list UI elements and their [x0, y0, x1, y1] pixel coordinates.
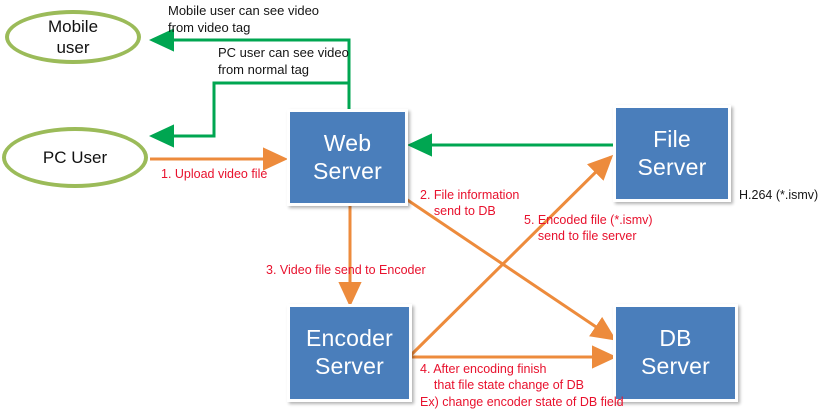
node-file-server-line2: Server	[637, 153, 707, 180]
node-db-server-line2: Server	[641, 353, 710, 379]
actor-pc-user-line1: PC User	[42, 147, 108, 167]
node-web-server-line2: Server	[313, 157, 382, 184]
actor-pc-user[interactable]: PC User	[2, 127, 148, 188]
label-step-5-encoded-file: 5. Encoded file (*.ismv) send to file se…	[524, 213, 653, 244]
node-encoder-server[interactable]: Encoder Server	[287, 304, 412, 402]
label-step-1-upload: 1. Upload video file	[161, 167, 268, 181]
flow-web-server-to-db-server	[405, 197, 617, 341]
node-encoder-server-line2: Server	[315, 353, 384, 379]
label-codec-h264: H.264 (*.ismv)	[739, 188, 819, 202]
node-web-server-line1: Web	[323, 129, 372, 156]
label-step-2-file-information: 2. File information send to DB	[420, 188, 520, 219]
label-step-3-video-to-encoder: 3. Video file send to Encoder	[266, 263, 426, 277]
flow-encoder-server-to-file-server	[408, 154, 614, 358]
flow-web-to-pc-user	[149, 81, 351, 148]
actor-mobile-user-line2: user	[56, 38, 90, 57]
node-db-server-line1: DB	[659, 325, 692, 352]
label-pc-normal-tag: PC user can see video from normal tag	[218, 45, 349, 77]
label-step-4-encoding-finish: 4. After encoding finish that file state…	[420, 362, 624, 409]
node-file-server-line1: File	[653, 125, 691, 152]
node-db-server[interactable]: DB Server	[613, 304, 738, 402]
label-mobile-video-tag: Mobile user can see video from video tag	[168, 3, 320, 35]
node-file-server[interactable]: File Server	[613, 105, 731, 202]
node-encoder-server-line1: Encoder	[305, 325, 394, 352]
actor-mobile-user-line1: Mobile	[47, 16, 99, 36]
actor-mobile-user[interactable]: Mobile user	[5, 10, 141, 64]
node-web-server[interactable]: Web Server	[287, 109, 408, 206]
